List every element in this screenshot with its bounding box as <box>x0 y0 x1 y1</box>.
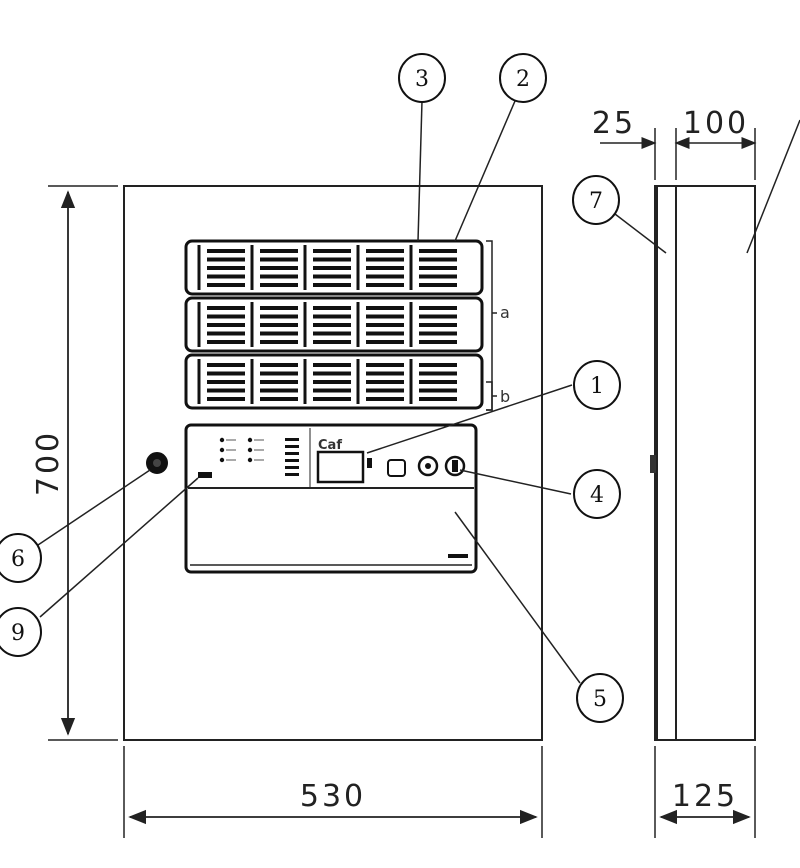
callout-5: 5 <box>576 673 624 723</box>
module-slot <box>356 245 404 290</box>
led-bar <box>285 473 299 476</box>
dimension-width: 530 <box>123 746 543 838</box>
module-slot <box>409 302 457 347</box>
dimension-front-depth-label: 25 <box>592 106 636 141</box>
module-slot <box>197 359 245 404</box>
bracket-label-b: b <box>500 387 510 406</box>
module-slot <box>250 245 298 290</box>
led-dot <box>219 447 225 453</box>
callout-9: 9 <box>0 607 42 657</box>
panel-corner-mark <box>448 554 468 558</box>
side-outline <box>654 185 756 741</box>
led-bar <box>285 452 299 455</box>
panel-brand-label: Caf <box>318 438 342 453</box>
module-slot <box>250 302 298 347</box>
control-button <box>387 459 406 477</box>
module-slot <box>356 359 404 404</box>
module-slots <box>197 245 457 404</box>
callout-label: 2 <box>516 67 530 92</box>
module-slot <box>303 245 351 290</box>
module-rack <box>184 239 484 410</box>
led-bar <box>285 445 299 448</box>
control-panel: Caf <box>184 423 478 574</box>
module-slot <box>303 359 351 404</box>
module-slot <box>356 302 404 347</box>
led-bar <box>285 466 299 469</box>
dimension-height: 700 <box>31 185 118 741</box>
led-dot <box>247 437 253 443</box>
led-bar <box>285 438 299 441</box>
callout-label: 1 <box>590 374 604 399</box>
bracket-label-a: a <box>500 303 510 322</box>
dimension-depth-total-label: 125 <box>672 779 738 814</box>
dimension-body-depth-label: 100 <box>683 106 749 141</box>
callout-2: 2 <box>499 53 547 103</box>
module-slot <box>197 245 245 290</box>
led-bar <box>285 459 299 462</box>
callout-label: 7 <box>589 189 603 214</box>
bracket-b: b <box>486 381 510 411</box>
callout-label: 5 <box>593 687 607 712</box>
led-indicators <box>219 437 299 476</box>
panel-label-plate <box>198 472 212 478</box>
module-slot <box>409 245 457 290</box>
module-slot <box>197 302 245 347</box>
lcd-display <box>316 450 365 484</box>
callout-label: 6 <box>11 547 25 572</box>
callout-4: 4 <box>573 469 621 519</box>
callout-label: 4 <box>590 483 604 508</box>
module-slot <box>303 302 351 347</box>
dimension-height-label: 700 <box>31 430 66 496</box>
callout-1: 1 <box>573 360 621 410</box>
callout-7: 7 <box>572 175 620 225</box>
display-side-button <box>367 458 372 468</box>
module-slot <box>250 359 298 404</box>
led-dot <box>247 457 253 463</box>
callout-3: 3 <box>398 53 446 103</box>
callout-leaders <box>37 100 800 684</box>
front-view: a b Caf <box>123 185 543 741</box>
dimension-depth-total: 125 <box>654 746 756 838</box>
led-dot <box>219 437 225 443</box>
callout-label: 3 <box>415 67 429 92</box>
module-slot <box>409 359 457 404</box>
led-dot <box>219 457 225 463</box>
led-dot <box>247 447 253 453</box>
side-view <box>650 185 756 741</box>
dimension-width-label: 530 <box>300 779 366 814</box>
callout-markers: 1 2 3 4 5 6 7 9 <box>0 53 624 723</box>
callout-6: 6 <box>0 533 42 583</box>
dimension-depth-split: 25 100 <box>592 106 757 180</box>
callout-label: 9 <box>11 621 25 646</box>
